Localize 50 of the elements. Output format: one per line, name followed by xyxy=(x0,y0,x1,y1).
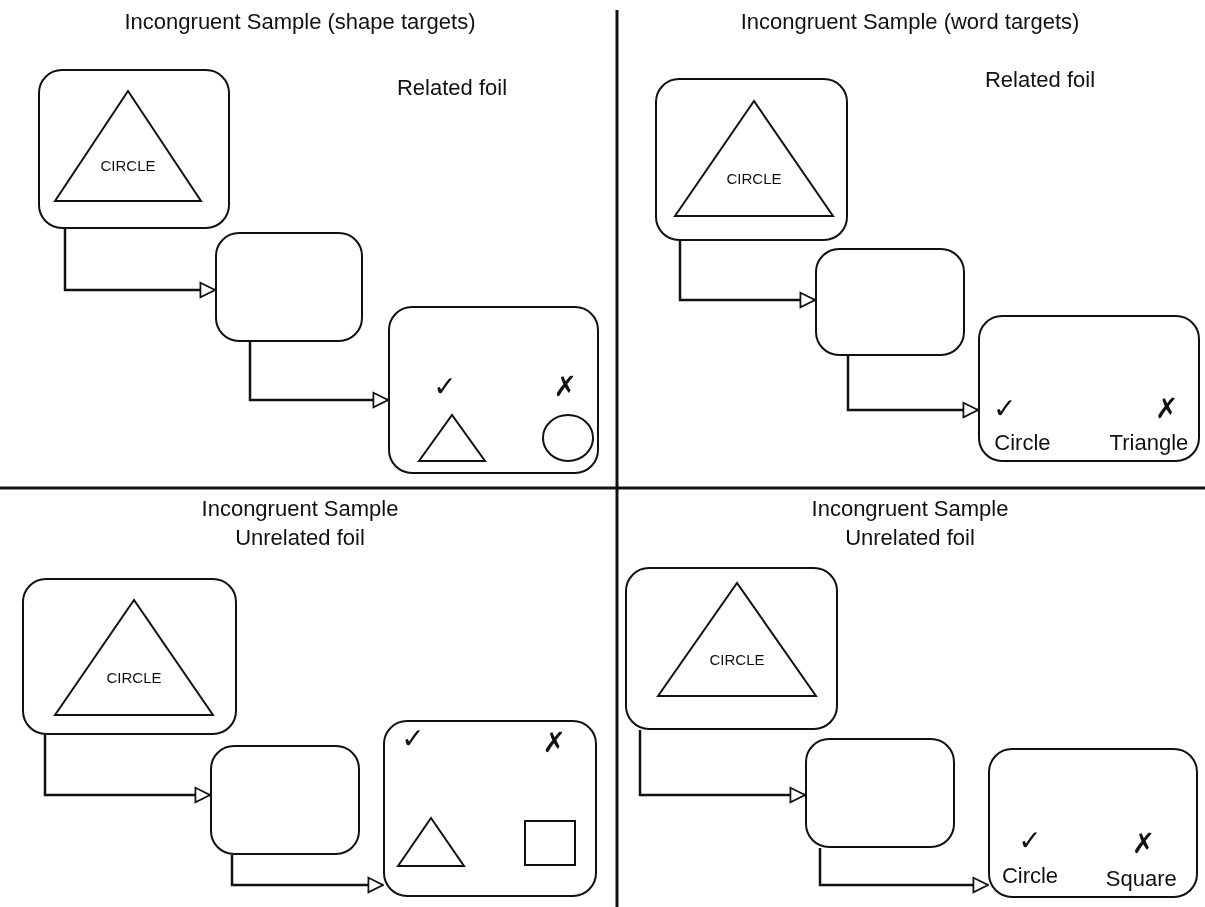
check-mark: ✓ xyxy=(401,725,425,754)
word-option: Square xyxy=(1105,867,1177,890)
condition-label: Related foil xyxy=(395,73,509,102)
triangle-shape xyxy=(397,817,465,867)
screen-frame xyxy=(815,248,965,356)
arrow xyxy=(818,848,989,894)
triangle-shape xyxy=(657,582,817,697)
check-mark: ✓ xyxy=(992,395,1017,424)
arrow xyxy=(63,229,216,299)
panel-heading: Incongruent Sample Unrelated foil xyxy=(200,495,400,552)
screen-frame xyxy=(383,720,597,897)
word-option: Circle xyxy=(1001,864,1059,887)
screen-frame xyxy=(388,306,599,474)
circle-shape xyxy=(542,414,594,462)
arrow xyxy=(638,730,806,804)
triangle-shape xyxy=(674,100,834,217)
panel-heading: Incongruent Sample Unrelated foil xyxy=(810,495,1010,552)
screen-frame xyxy=(625,567,838,730)
cross-mark: ✗ xyxy=(1154,395,1179,424)
check-mark: ✓ xyxy=(433,372,457,401)
screen-frame xyxy=(210,745,360,855)
arrow xyxy=(43,735,211,804)
word-option: Circle xyxy=(994,431,1051,454)
panel-heading: Incongruent Sample (shape targets) xyxy=(123,7,477,36)
arrow xyxy=(248,342,389,409)
stimulus-word: CIRCLE xyxy=(726,170,782,186)
stimulus-word: CIRCLE xyxy=(100,157,156,173)
screen-frame xyxy=(655,78,848,241)
triangle-shape xyxy=(54,90,202,202)
check-mark: ✓ xyxy=(1018,827,1042,855)
arrow xyxy=(230,855,384,894)
screen-frame xyxy=(988,748,1198,898)
triangle-shape xyxy=(54,599,214,716)
screen-frame xyxy=(805,738,955,848)
triangle-shape xyxy=(418,414,486,462)
stimulus-word: CIRCLE xyxy=(709,651,765,667)
screen-frame xyxy=(22,578,237,735)
cross-mark: ✗ xyxy=(1131,830,1156,858)
screen-frame xyxy=(978,315,1200,462)
arrow xyxy=(846,356,979,419)
screen-frame xyxy=(38,69,230,229)
word-option: Triangle xyxy=(1109,431,1189,454)
panel-heading: Incongruent Sample (word targets) xyxy=(739,7,1081,36)
stimulus-word: CIRCLE xyxy=(106,669,162,685)
cross-mark: ✗ xyxy=(542,729,566,757)
arrow xyxy=(678,241,816,309)
condition-label: Related foil xyxy=(983,65,1097,94)
screen-frame xyxy=(215,232,363,342)
square-shape xyxy=(524,820,576,866)
cross-mark: ✗ xyxy=(553,372,577,401)
